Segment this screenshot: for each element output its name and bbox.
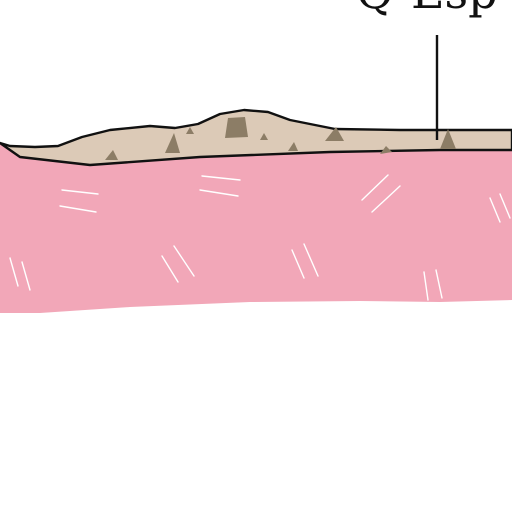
rock-hatch-marks — [9, 174, 511, 301]
surface-sediment-layer — [0, 108, 512, 167]
callout-label: Q-Esp — [356, 0, 498, 19]
sediment-grains — [105, 117, 456, 160]
pink-rock-layer — [0, 142, 512, 313]
